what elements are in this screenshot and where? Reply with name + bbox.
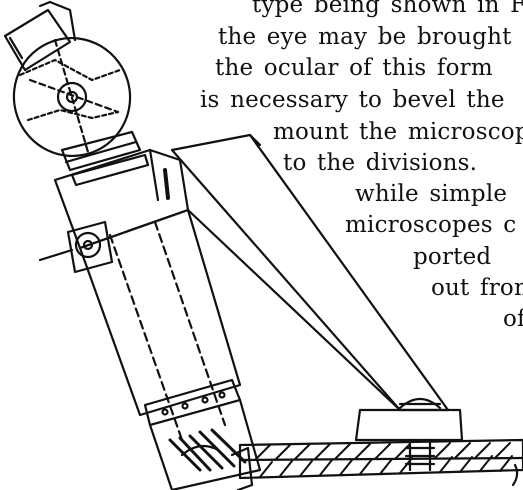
- side-pin: [38, 220, 114, 274]
- knurled-ring: [143, 378, 242, 427]
- text-line-6: to the divisions.: [283, 150, 478, 176]
- scale-plate: [230, 438, 523, 490]
- text-line-8: microscopes c: [345, 212, 517, 238]
- text-line-1: type being shown in Fig.: [252, 0, 523, 18]
- text-line-4: is necessary to bevel the: [200, 87, 505, 113]
- text-line-2: the eye may be brought: [218, 24, 512, 50]
- support-arm: [170, 133, 450, 412]
- collar-rings: [60, 130, 150, 187]
- eyepiece-housing: [12, 36, 132, 158]
- text-line-5: mount the microscop: [273, 119, 523, 145]
- text-line-11: of: [503, 306, 523, 332]
- objective-tube: [148, 398, 262, 490]
- main-tube: [78, 208, 242, 442]
- text-line-9: ported: [413, 244, 492, 270]
- text-line-7: while simple: [355, 181, 508, 207]
- clamp-body: [53, 148, 190, 250]
- text-line-10: out fron: [431, 275, 523, 301]
- eyepiece-cap: [3, 0, 77, 72]
- text-line-3: the ocular of this form: [215, 55, 493, 81]
